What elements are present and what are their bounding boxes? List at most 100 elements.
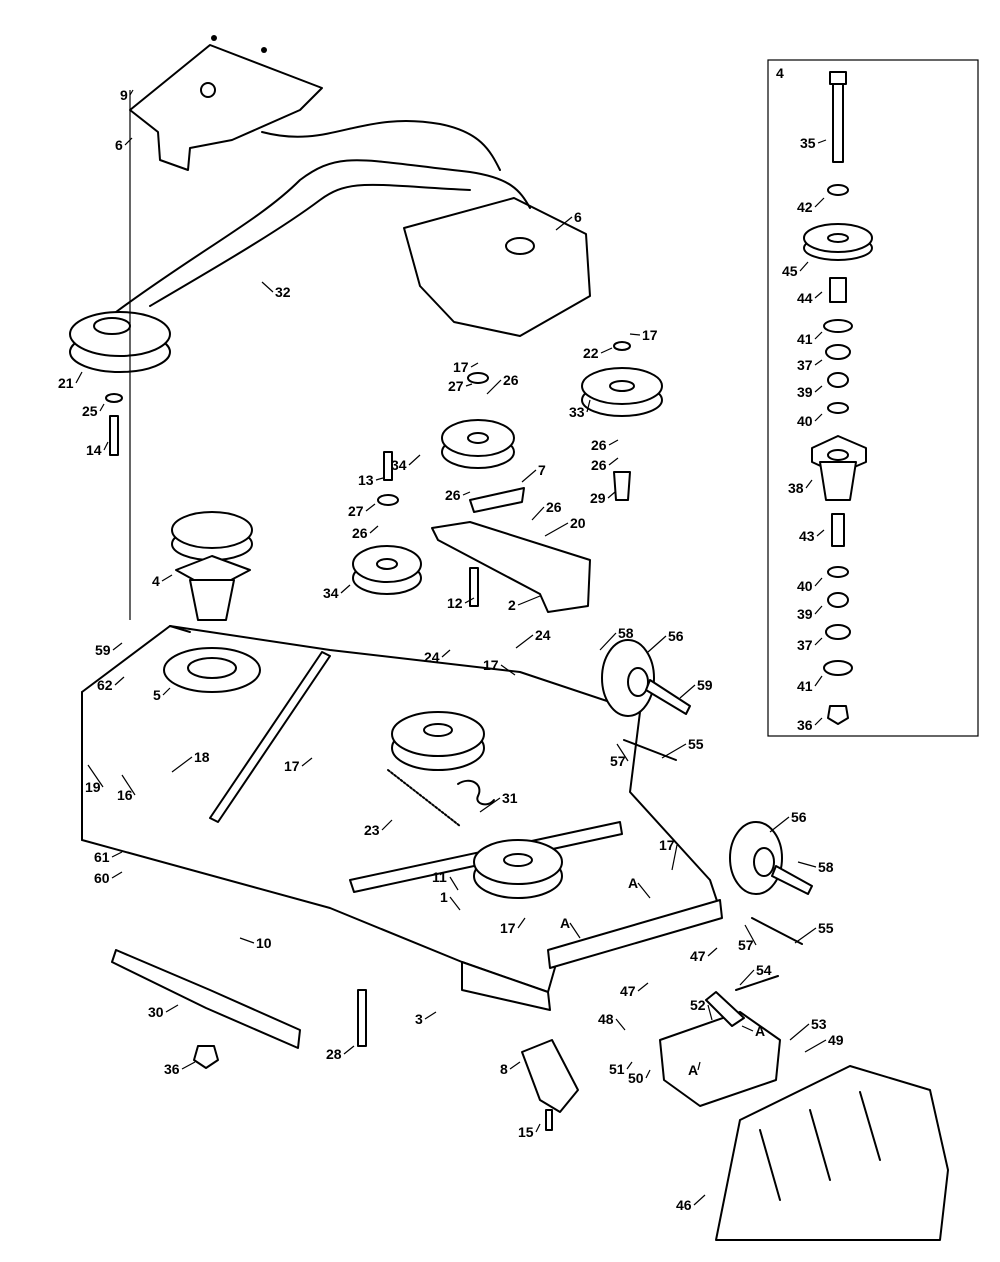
callout-c23: 23: [364, 822, 380, 838]
leader-c12: [464, 597, 475, 604]
callout-c19: 19: [85, 779, 101, 795]
callout-c33: 33: [569, 404, 585, 420]
callout-c47a: 47: [690, 948, 706, 964]
callout-c24b: 24: [535, 627, 551, 643]
leader-c52: [707, 1004, 713, 1021]
leader-c26d: [462, 491, 471, 496]
leader-c27a: [465, 383, 473, 387]
callout-c59a: 59: [95, 642, 111, 658]
callout-c30: 30: [148, 1004, 164, 1020]
leader-c58a: [599, 632, 617, 651]
callout-c14: 14: [86, 442, 102, 458]
callout-c35: 35: [800, 135, 816, 151]
callout-c9: 9: [120, 87, 128, 103]
spindle-bolt: [829, 71, 847, 163]
callout-c41b: 41: [797, 678, 813, 694]
leader-c18: [171, 756, 193, 773]
callout-c51: 51: [609, 1061, 625, 1077]
seal-40a: [827, 402, 849, 414]
leader-c60: [111, 871, 123, 879]
callout-c17b: 17: [642, 327, 658, 343]
bracket-8: [521, 1039, 579, 1113]
leader-c56a: [647, 635, 667, 653]
leader-c49: [804, 1039, 827, 1053]
callout-c18: 18: [194, 749, 210, 765]
callout-c55a: 55: [688, 736, 704, 752]
leader-c36b: [814, 717, 823, 726]
rod-54: [735, 975, 779, 991]
leader-c20: [544, 522, 569, 537]
leader-c26a: [486, 379, 502, 395]
callout-c40b: 40: [797, 578, 813, 594]
spacer-44: [829, 277, 847, 303]
callout-c13: 13: [358, 472, 374, 488]
leader-c47a: [707, 947, 718, 957]
leader-c41a: [814, 331, 823, 340]
callout-leaders: [75, 89, 827, 1206]
cone-39b: [827, 592, 849, 608]
bearing-41a: [823, 319, 853, 333]
leader-c8: [509, 1061, 521, 1070]
leader-c24a: [441, 649, 451, 658]
callout-c26a: 26: [503, 372, 519, 388]
leader-c26b: [608, 439, 619, 446]
callout-c37a: 37: [797, 357, 813, 373]
leader-c53: [789, 1023, 810, 1041]
callout-c42: 42: [797, 199, 813, 215]
leader-c55b: [794, 927, 817, 944]
bolt-13: [383, 451, 393, 481]
leader-c26e: [369, 525, 379, 534]
leader-c59a: [112, 642, 123, 651]
leader-c27b: [365, 503, 376, 512]
callout-c26c: 26: [591, 457, 607, 473]
leader-c57a: [616, 743, 629, 762]
callout-c17e: 17: [659, 837, 675, 853]
cone-39a: [827, 372, 849, 388]
leader-cA1: [637, 882, 651, 899]
callout-c55b: 55: [818, 920, 834, 936]
idler-pulley-34a: [441, 419, 515, 469]
idler-arm: [431, 487, 591, 613]
callout-c32: 32: [275, 284, 291, 300]
callout-c54: 54: [756, 962, 772, 978]
leader-c1: [449, 896, 461, 911]
callout-c8: 8: [500, 1061, 508, 1077]
callout-c21: 21: [58, 375, 74, 391]
bearing-41b: [823, 660, 853, 676]
callout-c28: 28: [326, 1046, 342, 1062]
leader-c23: [381, 819, 393, 831]
leader-c17d: [301, 757, 313, 767]
idler-pulley-33: [581, 367, 663, 417]
leader-c24b: [515, 634, 534, 649]
leader-c34a: [408, 454, 421, 466]
leader-c17f: [517, 917, 526, 929]
leader-c50: [645, 1069, 651, 1079]
shaft-43: [831, 513, 845, 547]
leader-c11: [449, 876, 459, 891]
callout-c50: 50: [628, 1070, 644, 1086]
leader-c38: [805, 479, 813, 489]
gauge-wheel-upper: [601, 639, 691, 717]
screw-15: [545, 1109, 553, 1131]
hook-31: [457, 779, 495, 806]
callout-c57a: 57: [610, 753, 626, 769]
callout-c22: 22: [583, 345, 599, 361]
leader-c41b: [814, 675, 823, 687]
idler-pulley-34b: [352, 545, 422, 595]
callout-c58a: 58: [618, 625, 634, 641]
leader-c16: [121, 774, 136, 796]
callout-c47b: 47: [620, 983, 636, 999]
washer-27a: [467, 372, 489, 384]
callout-c57b: 57: [738, 937, 754, 953]
leader-c59b: [679, 684, 696, 699]
leader-c33: [586, 399, 591, 413]
leader-c54: [739, 969, 755, 986]
leader-c43: [816, 529, 825, 537]
washer-42: [827, 184, 849, 196]
callout-c56b: 56: [791, 809, 807, 825]
callout-c39a: 39: [797, 384, 813, 400]
leader-c6a: [124, 137, 133, 146]
callout-c11: 11: [432, 869, 447, 885]
callout-c6b: 6: [574, 209, 582, 225]
